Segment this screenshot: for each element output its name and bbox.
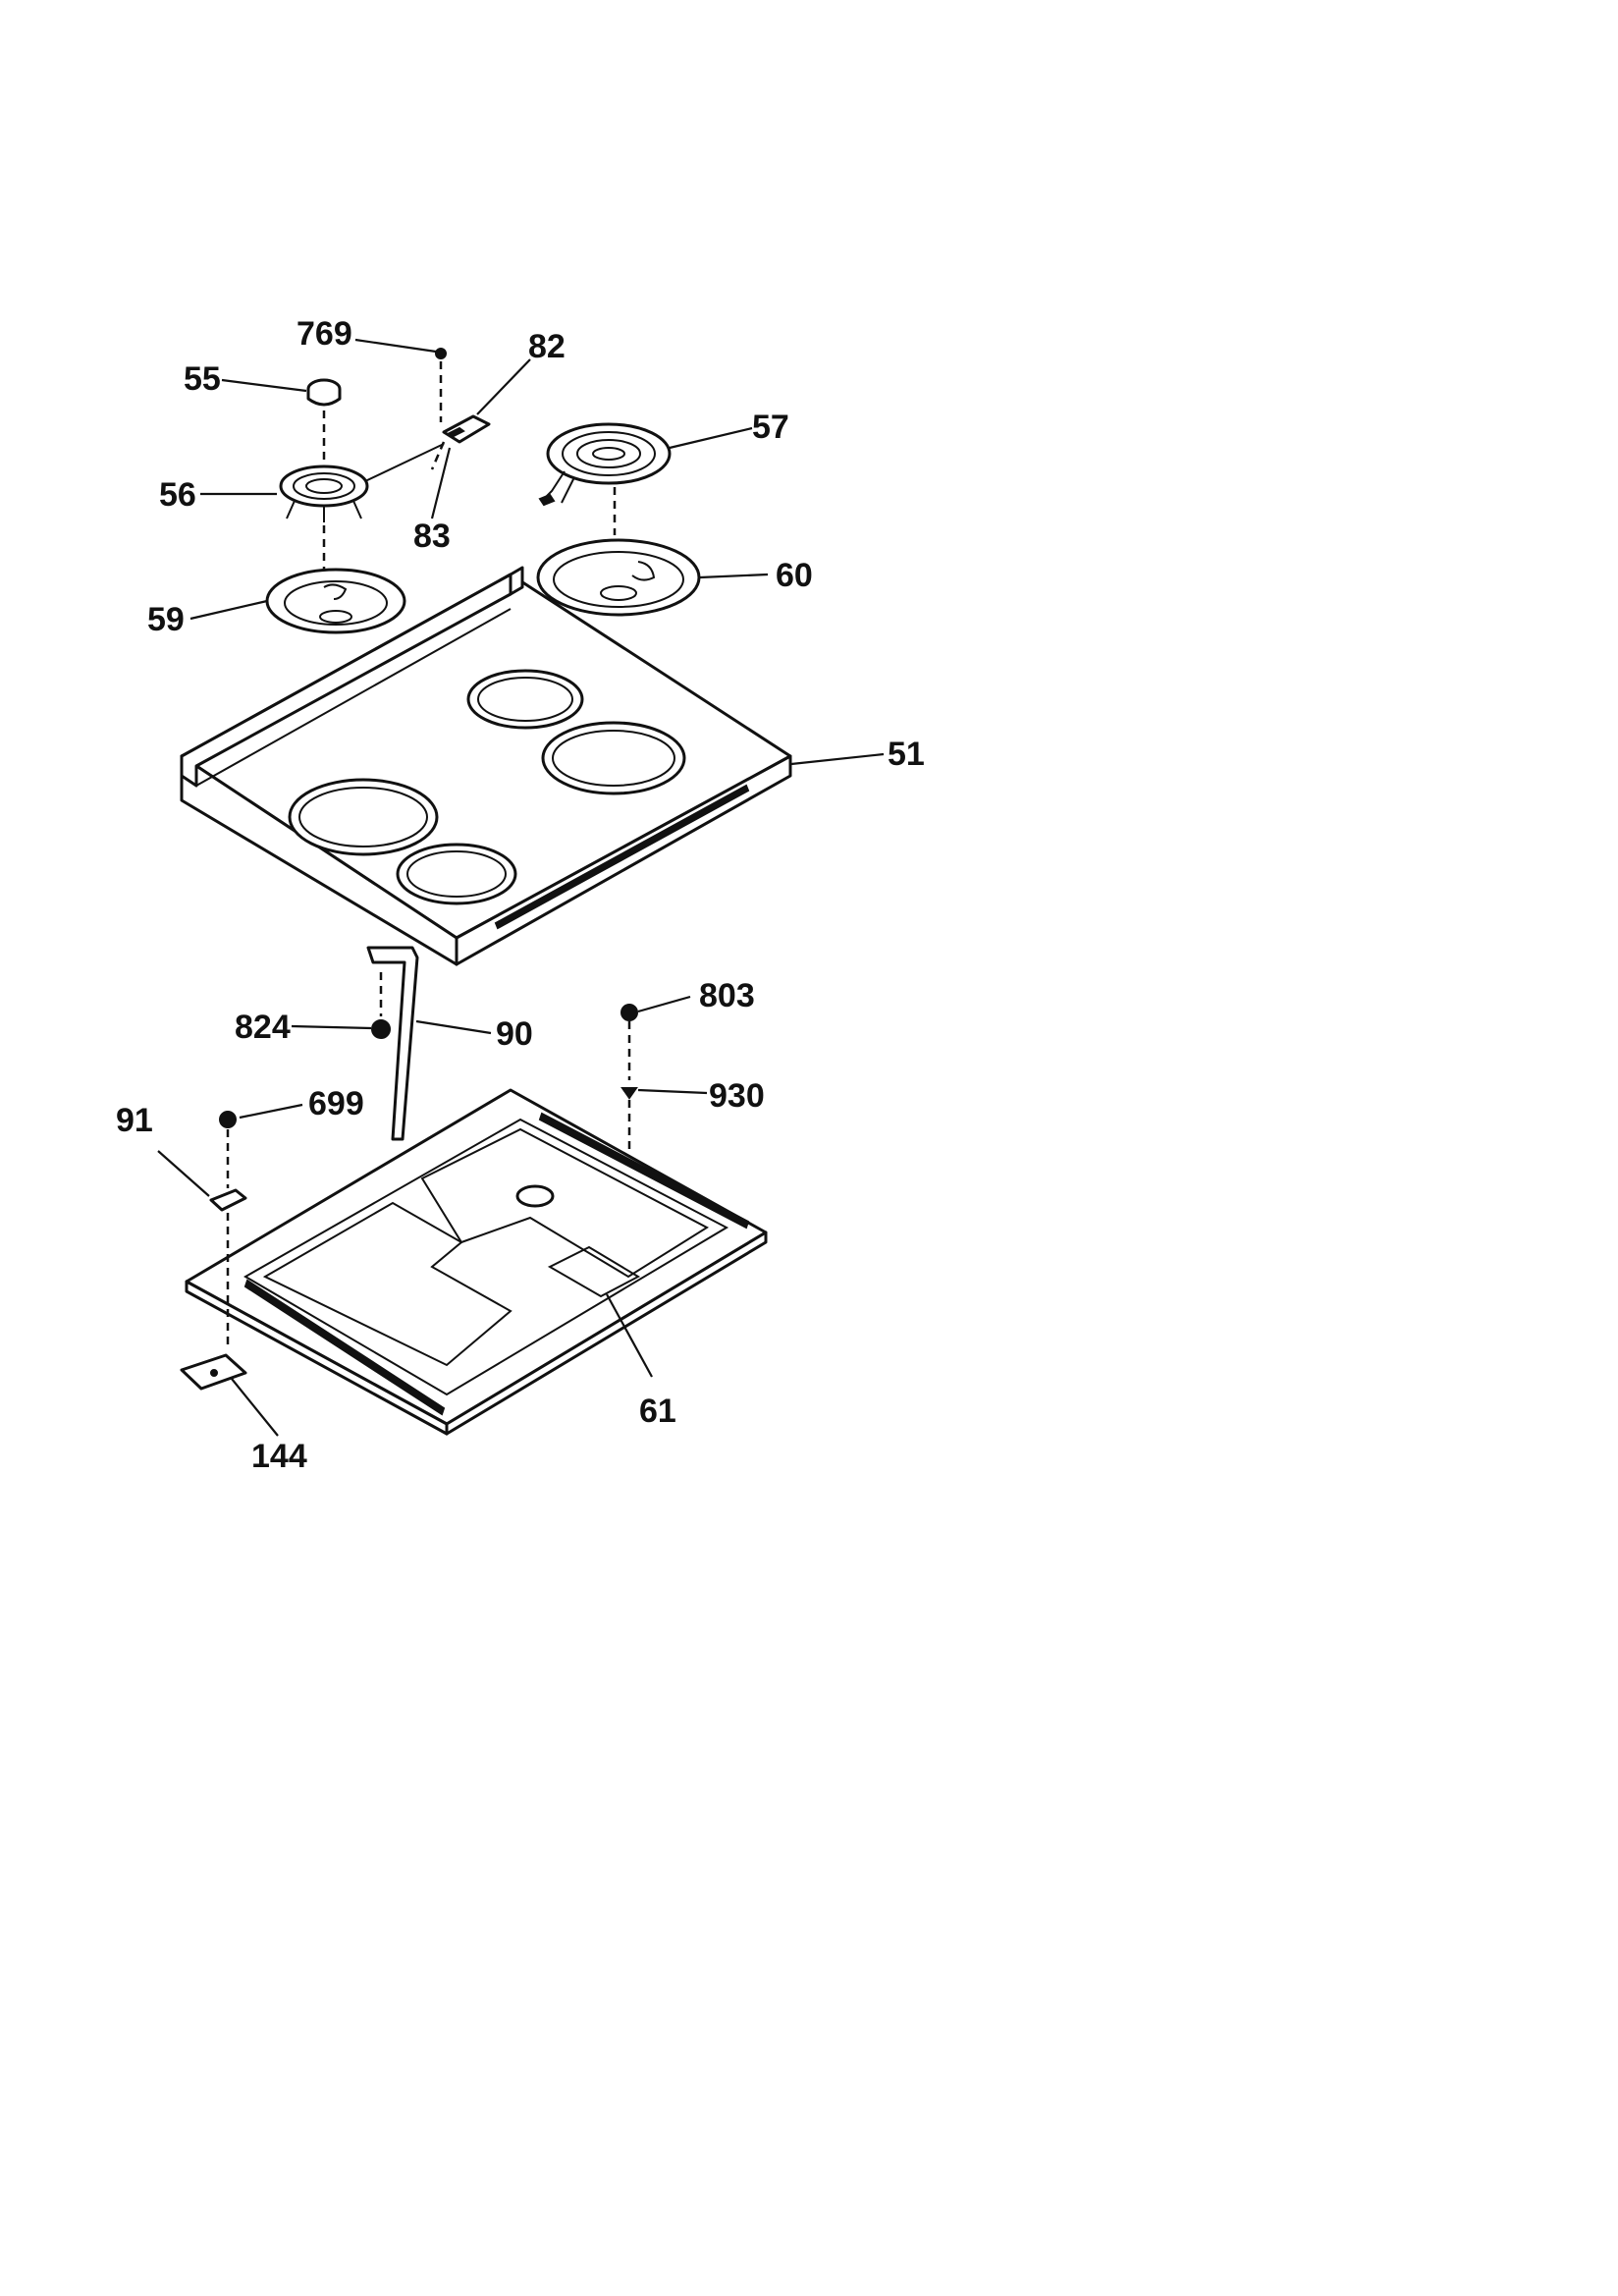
axis-line [430, 441, 446, 470]
part-57-large-surface-element [538, 422, 672, 507]
part-144-cover-plate [180, 1353, 247, 1391]
part-59-small-drip-pan [265, 568, 406, 634]
part-55-knob [306, 378, 342, 407]
leader-lines [157, 338, 885, 1437]
callout-56: 56 [159, 476, 196, 514]
part-82-terminal-block [442, 414, 491, 444]
part-51-cooktop [180, 566, 792, 966]
part-769-screw [435, 348, 447, 359]
callout-699: 699 [308, 1085, 364, 1122]
callout-57: 57 [752, 409, 789, 446]
callout-90: 90 [496, 1015, 533, 1053]
part-930-clip [620, 1087, 638, 1100]
callout-51: 51 [888, 736, 925, 773]
callout-930: 930 [709, 1077, 765, 1115]
callout-59: 59 [147, 601, 185, 638]
callout-803: 803 [699, 977, 755, 1014]
callout-61: 61 [639, 1393, 676, 1430]
part-56-small-surface-element [279, 443, 445, 522]
callout-55: 55 [184, 360, 221, 398]
callout-824: 824 [235, 1009, 291, 1046]
callout-60: 60 [776, 557, 813, 594]
part-803-screw [620, 1004, 638, 1021]
part-699-screw [219, 1111, 237, 1128]
callout-769: 769 [297, 315, 352, 353]
callout-82: 82 [528, 328, 566, 365]
part-90-wire-harness [366, 946, 419, 1141]
callout-91: 91 [116, 1102, 153, 1139]
part-61-burner-box [185, 1088, 768, 1436]
part-824-screw [371, 1019, 391, 1039]
callout-144: 144 [251, 1438, 307, 1475]
callout-83: 83 [413, 518, 451, 555]
part-60-large-drip-pan [536, 538, 701, 617]
part-91-bracket [209, 1188, 247, 1212]
